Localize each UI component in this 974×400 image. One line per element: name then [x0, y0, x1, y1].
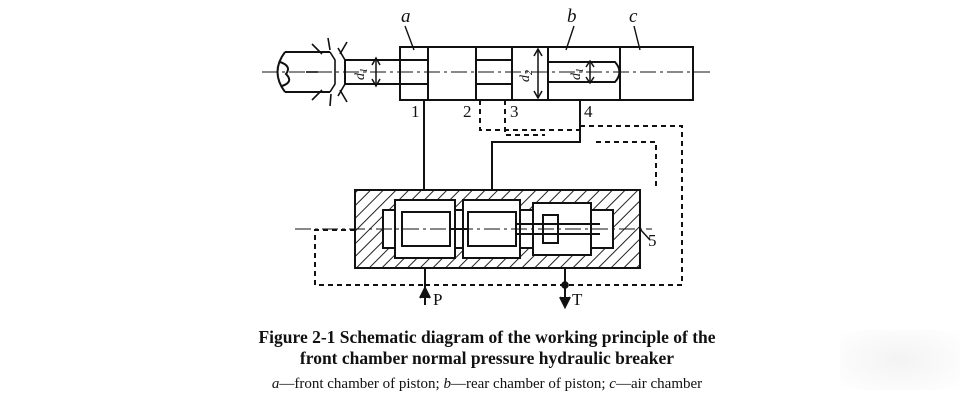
dimension-d2	[533, 47, 543, 100]
leader-c	[633, 25, 641, 51]
label-supply-p: P	[433, 290, 442, 309]
caption-line-2: front chamber normal pressure hydraulic …	[299, 348, 675, 368]
legend-c-letter: c	[609, 376, 616, 392]
breaker-schematic: a b c 1 2 3 4 5 P T d1 d2 d1	[262, 6, 712, 310]
label-air-chamber-c: c	[629, 6, 638, 27]
label-port-3: 3	[510, 102, 519, 121]
svg-text:d1: d1	[569, 68, 586, 80]
svg-text:d1: d1	[353, 68, 370, 80]
control-valve	[295, 189, 652, 310]
label-port-5: 5	[648, 231, 657, 250]
label-rear-chamber-b: b	[567, 6, 577, 27]
legend-a-text: —front chamber of piston;	[279, 376, 444, 392]
leader-b	[565, 25, 575, 51]
caption-line-1: Figure 2-1 Schematic diagram of the work…	[258, 327, 716, 347]
label-port-2: 2	[463, 102, 472, 121]
dimension-d1-right	[585, 59, 595, 85]
legend-c-text: —air chamber	[615, 376, 703, 392]
hydraulic-lines	[314, 100, 683, 286]
figure-caption-title: Figure 2-1 Schematic diagram of the work…	[0, 327, 974, 369]
label-d1-left: d1	[353, 68, 370, 80]
figure-legend: a—front chamber of piston; b—rear chambe…	[0, 375, 974, 393]
label-front-chamber-a: a	[401, 6, 411, 27]
label-d2: d2	[518, 70, 535, 82]
cylinder-body	[399, 46, 694, 101]
label-tank-t: T	[572, 290, 583, 309]
piston-cylinder	[262, 25, 712, 107]
label-port-4: 4	[584, 102, 593, 121]
legend-b-text: —rear chamber of piston;	[450, 376, 610, 392]
leader-a	[404, 25, 415, 51]
photo-glare	[840, 330, 960, 390]
label-port-1: 1	[411, 102, 420, 121]
svg-text:d2: d2	[518, 70, 535, 82]
label-d1-right: d1	[569, 68, 586, 80]
dimension-d1-left	[371, 56, 381, 88]
legend-b-letter: b	[443, 376, 451, 392]
rod-break	[279, 61, 291, 87]
legend-a-letter: a	[271, 376, 280, 392]
